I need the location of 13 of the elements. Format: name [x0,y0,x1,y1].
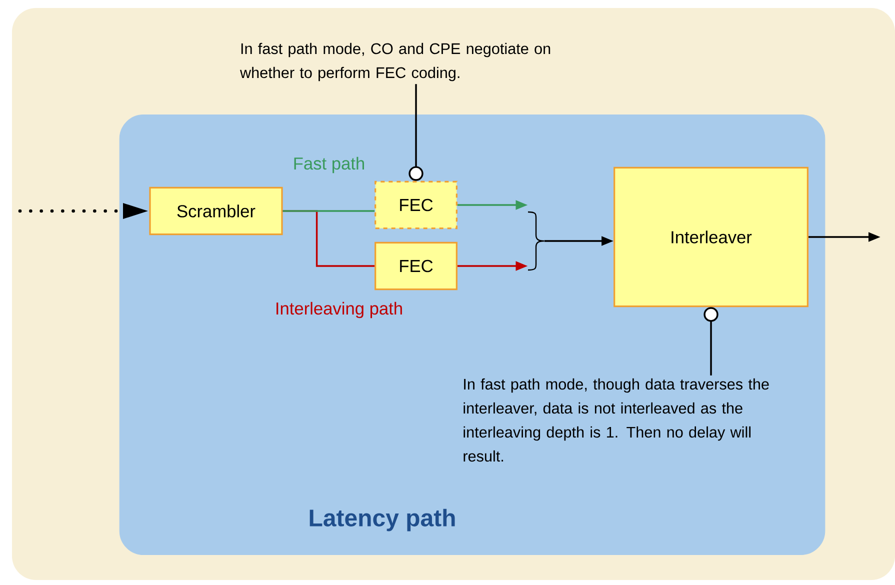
edge-label: Interleaving path [274,300,404,320]
process-box: Scrambler [149,186,283,236]
dotted-arrow [18,203,148,219]
leader-line [704,307,718,376]
bracket [528,211,545,271]
process-box: FEC [374,242,458,290]
note-text: In fast path mode, CO and CPE negotiate on whether to perform FEC coding. [240,42,550,82]
note-text: In fast path mode, though data traverses the interleaver, data is not interleaved as the interleaving depth is 1. Then no delay will result. [464,378,769,462]
process-box: Interleaver [614,166,808,308]
connector-line [282,210,375,212]
process-box: FEC [374,180,458,230]
edge-label: Fast path [292,156,366,174]
leader-line [408,84,424,181]
